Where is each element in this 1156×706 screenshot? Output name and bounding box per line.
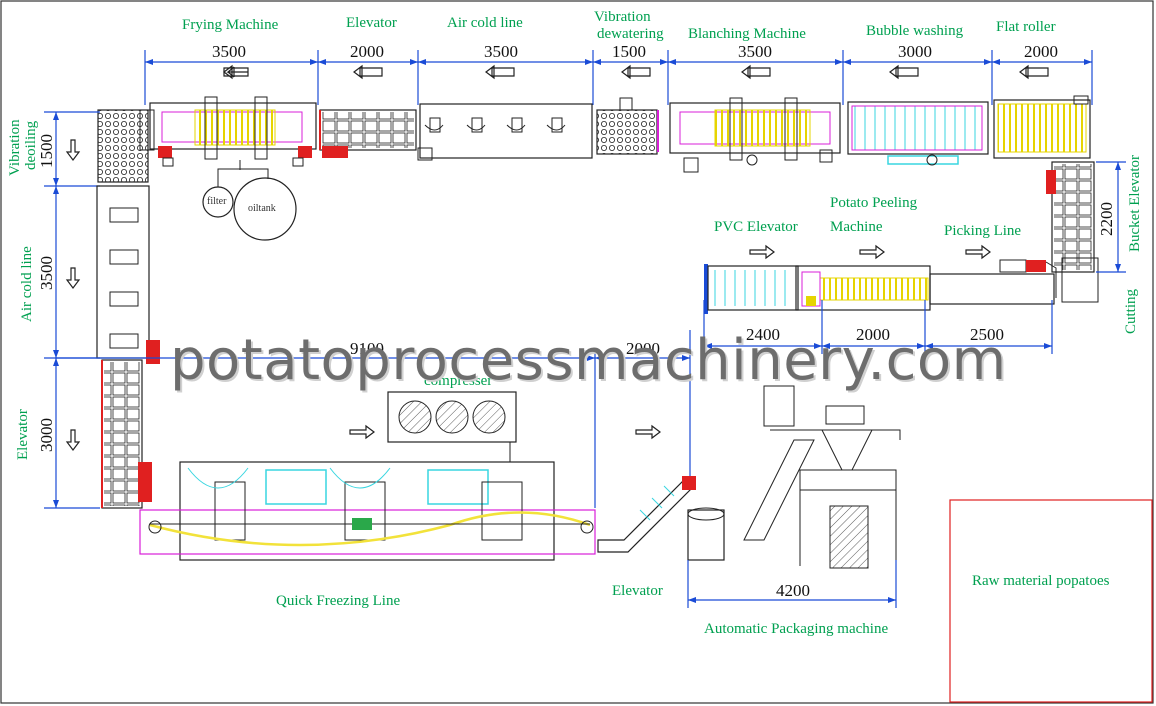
dim-elevator-left: 3000 xyxy=(37,418,56,452)
dim-frying: 3500 xyxy=(212,42,246,61)
dim-freezing-to-pack: 2000 xyxy=(626,339,660,358)
label-cutting: Cutting xyxy=(1123,288,1139,334)
label-blanching-machine: Blanching Machine xyxy=(688,26,806,42)
peeling-dimension-arrows xyxy=(704,343,1052,349)
watermark-text: potatoprocessmachinery.com xyxy=(170,328,1007,393)
right-dimension-arrows xyxy=(1115,162,1121,272)
label-potato-peeling-2: Machine xyxy=(830,219,883,235)
dim-picking: 2500 xyxy=(970,325,1004,344)
label-flat-roller: Flat roller xyxy=(996,19,1056,35)
bubble-washing-machine xyxy=(847,101,989,166)
label-filter: filter xyxy=(207,196,227,207)
elevator-top xyxy=(319,109,417,158)
dim-vibration-deoiling: 1500 xyxy=(37,134,56,168)
left-flow-arrows xyxy=(65,139,81,451)
middle-dimension-arrows xyxy=(587,355,690,361)
compressor xyxy=(387,391,517,462)
dim-vibration-dewatering: 1500 xyxy=(612,42,646,61)
blanching-machine xyxy=(669,97,841,173)
dim-air-cold-left: 3500 xyxy=(37,256,56,290)
frying-machine xyxy=(149,96,317,167)
picking-line xyxy=(929,259,1057,305)
dim-air-cold-top: 3500 xyxy=(484,42,518,61)
potato-peeling-machine xyxy=(795,265,931,311)
label-vibration-dewatering-2: dewatering xyxy=(597,26,664,42)
label-raw-material: Raw material popatoes xyxy=(972,573,1110,589)
top-dimension-line xyxy=(144,50,1093,105)
automatic-packaging-machine xyxy=(687,385,901,569)
label-vibration-dewatering-1: Vibration xyxy=(594,9,651,25)
bucket-elevator xyxy=(1046,161,1099,303)
dim-flat-roller: 2000 xyxy=(1024,42,1058,61)
vibration-dewatering xyxy=(596,97,659,155)
label-elevator-bottom: Elevator xyxy=(612,583,663,599)
dim-pvc-elevator: 2400 xyxy=(746,325,780,344)
flat-roller-machine xyxy=(993,95,1091,159)
air-cold-line-top xyxy=(417,103,593,161)
air-cold-line-left xyxy=(96,185,160,364)
filter-and-oil-tank xyxy=(202,160,297,241)
dim-peeling: 2000 xyxy=(856,325,890,344)
dim-bubble-washing: 3000 xyxy=(898,42,932,61)
label-automatic-packaging: Automatic Packaging machine xyxy=(704,621,889,637)
packaging-dimension-arrows xyxy=(688,597,896,603)
dim-elevator-top: 2000 xyxy=(350,42,384,61)
label-bubble-washing: Bubble washing xyxy=(866,23,964,39)
top-dimension-arrows xyxy=(145,59,1092,65)
label-air-cold-line-top: Air cold line xyxy=(447,15,523,31)
elevator-left xyxy=(101,359,152,509)
dim-freezing-span: 9100 xyxy=(350,339,384,358)
middle-dimension-line xyxy=(56,330,691,508)
pvc-elevator xyxy=(704,264,799,314)
label-bucket-elevator: Bucket Elevator xyxy=(1127,154,1143,252)
label-picking-line: Picking Line xyxy=(944,223,1022,239)
elevator-bottom xyxy=(597,476,696,553)
right-dimension-line xyxy=(1096,161,1126,273)
vibration-deoiling xyxy=(97,109,155,183)
quick-freezing-line xyxy=(139,461,596,561)
raw-material-box xyxy=(949,499,1153,703)
peeling-dimension-line xyxy=(703,300,1053,354)
label-potato-peeling-1: Potato Peeling xyxy=(830,195,918,211)
label-elevator-left: Elevator xyxy=(15,409,31,460)
label-vibration-deoiling-1: Vibration xyxy=(7,119,23,176)
dim-blanching: 3500 xyxy=(738,42,772,61)
label-air-cold-line-left: Air cold line xyxy=(19,246,35,322)
label-oil-tank: oiltank xyxy=(248,203,276,214)
dim-bucket-elevator: 2200 xyxy=(1097,202,1116,236)
label-pvc-elevator: PVC Elevator xyxy=(714,219,798,235)
top-flow-arrows xyxy=(223,64,1049,80)
dim-packaging: 4200 xyxy=(776,581,810,600)
label-quick-freezing-line: Quick Freezing Line xyxy=(276,593,401,609)
label-frying-machine: Frying Machine xyxy=(182,17,279,33)
right-flow-arrows xyxy=(349,244,991,440)
left-dimension-arrows xyxy=(53,112,59,508)
label-compressor: compresser xyxy=(424,373,493,389)
label-elevator-top: Elevator xyxy=(346,15,397,31)
